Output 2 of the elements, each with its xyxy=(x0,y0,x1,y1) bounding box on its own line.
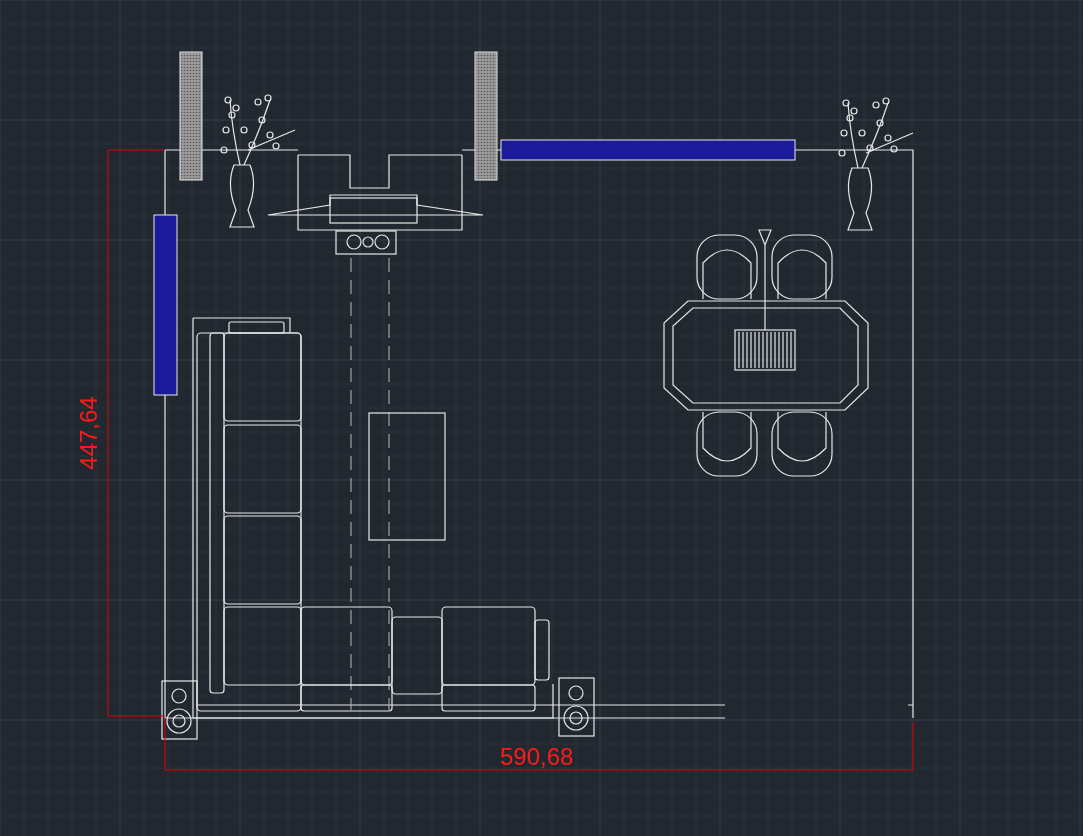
dimension-label: 447,64 xyxy=(76,396,101,470)
dimension-label: 590,68 xyxy=(500,745,574,769)
